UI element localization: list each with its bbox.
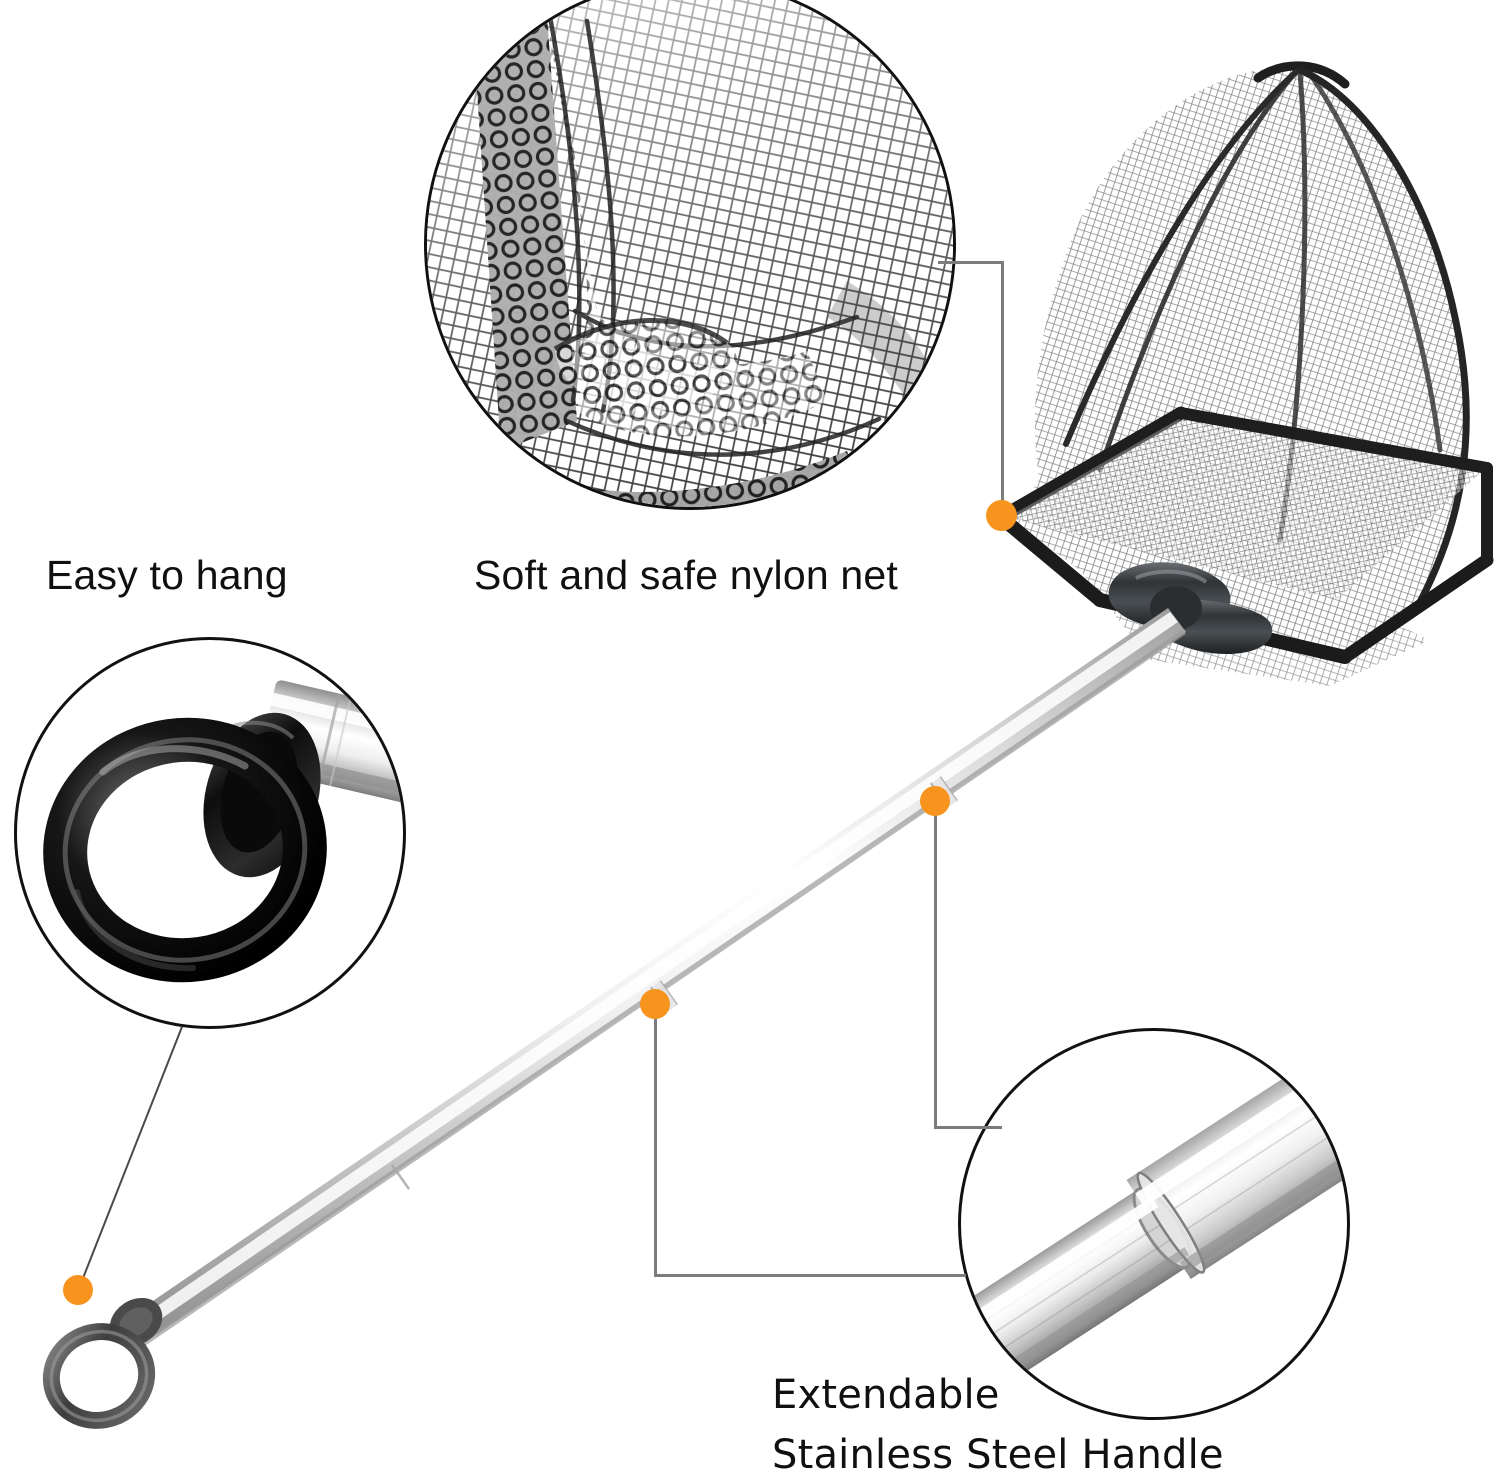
net-mesh-closeup-art bbox=[427, 0, 953, 507]
net-bag-left-cord bbox=[1063, 69, 1299, 447]
yoke-connector bbox=[1108, 562, 1273, 655]
connector-nylon-net-vertical bbox=[1001, 261, 1004, 517]
callout-circle-handle-joint bbox=[958, 1028, 1350, 1420]
callout-circle-hang-ring bbox=[14, 637, 406, 1029]
label-easy-to-hang: Easy to hang bbox=[46, 552, 288, 598]
net-top-binding bbox=[1253, 61, 1350, 89]
marker-dot-handle-upper bbox=[920, 786, 950, 816]
connector-handle-upper-horizontal bbox=[934, 1126, 1002, 1129]
hang-ring-closeup-art bbox=[43, 680, 403, 983]
callout-circle-nylon-net bbox=[424, 0, 956, 510]
connector-nylon-net-horizontal bbox=[938, 261, 1004, 264]
marker-dot-net-corner bbox=[986, 500, 1017, 531]
marker-dot-hang-ring bbox=[63, 1275, 93, 1305]
connector-handle-lower-horizontal bbox=[654, 1274, 966, 1277]
net-bag-outer-cord bbox=[1296, 66, 1470, 606]
label-extendable: Extendable bbox=[772, 1372, 1000, 1418]
label-stainless-steel-handle: Stainless Steel Handle bbox=[772, 1432, 1224, 1475]
marker-dot-handle-lower bbox=[640, 989, 670, 1019]
label-soft-safe-nylon-net: Soft and safe nylon net bbox=[474, 552, 899, 598]
handle-joint-closeup-art bbox=[961, 1031, 1347, 1409]
connector-handle-lower-vertical bbox=[654, 1009, 657, 1277]
hanging-ring bbox=[42, 1297, 163, 1429]
connector-handle-upper-vertical bbox=[934, 806, 937, 1128]
